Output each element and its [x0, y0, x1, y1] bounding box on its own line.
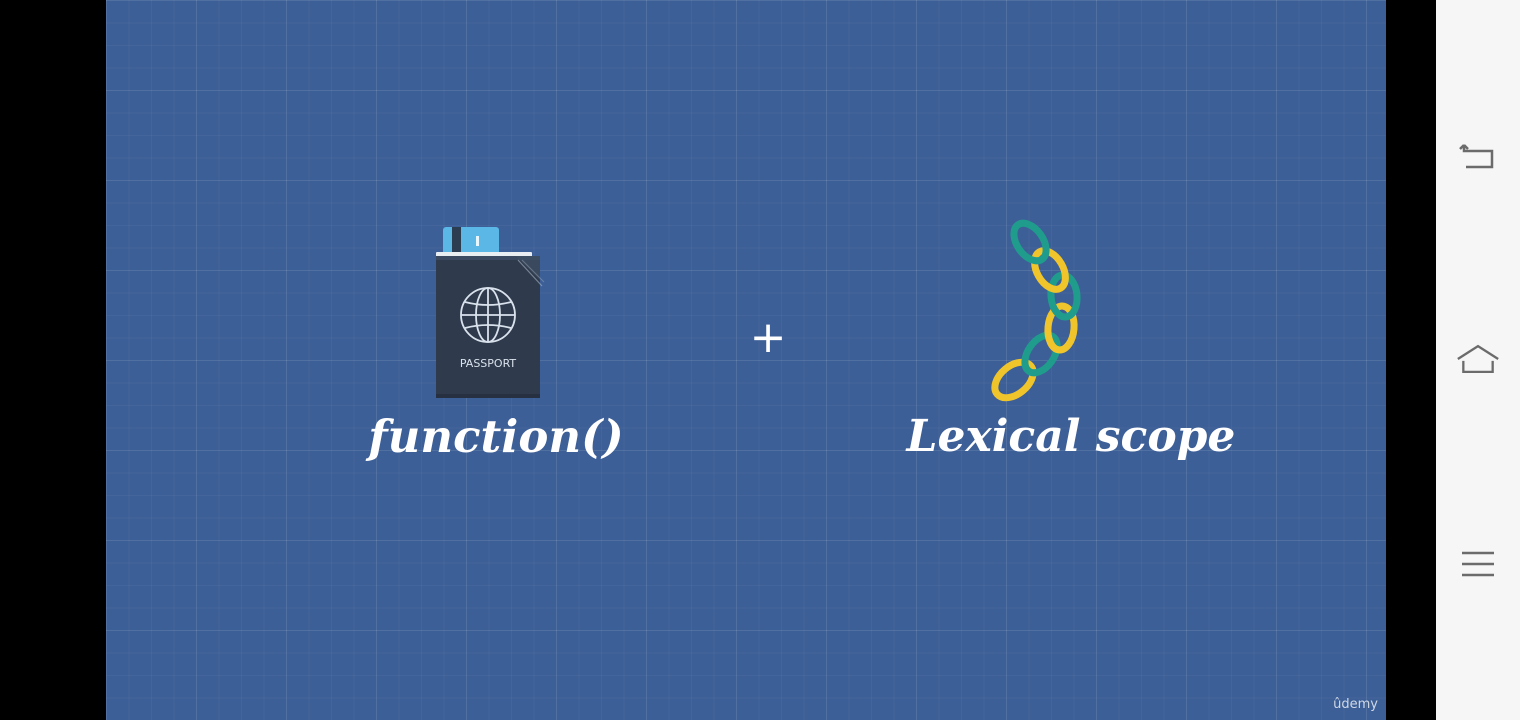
system-navigation-bar	[1436, 0, 1520, 720]
function-label: function()	[368, 410, 624, 463]
passport-text: PASSPORT	[460, 357, 517, 370]
lexical-scope-label: Lexical scope	[906, 411, 1236, 462]
back-button[interactable]	[1456, 135, 1500, 179]
recent-apps-button[interactable]	[1456, 542, 1500, 586]
passport-icon: PASSPORT	[436, 227, 545, 398]
letterbox-right	[1386, 0, 1436, 720]
video-player[interactable]: PASSPORT function() + Lexica	[106, 0, 1386, 720]
chain-icon	[991, 219, 1081, 402]
plus-operator: +	[749, 312, 787, 363]
udemy-watermark: ûdemy	[1333, 697, 1378, 712]
menu-icon	[1462, 551, 1494, 577]
home-icon	[1457, 344, 1499, 373]
back-icon	[1459, 144, 1494, 169]
home-button[interactable]	[1456, 337, 1500, 381]
